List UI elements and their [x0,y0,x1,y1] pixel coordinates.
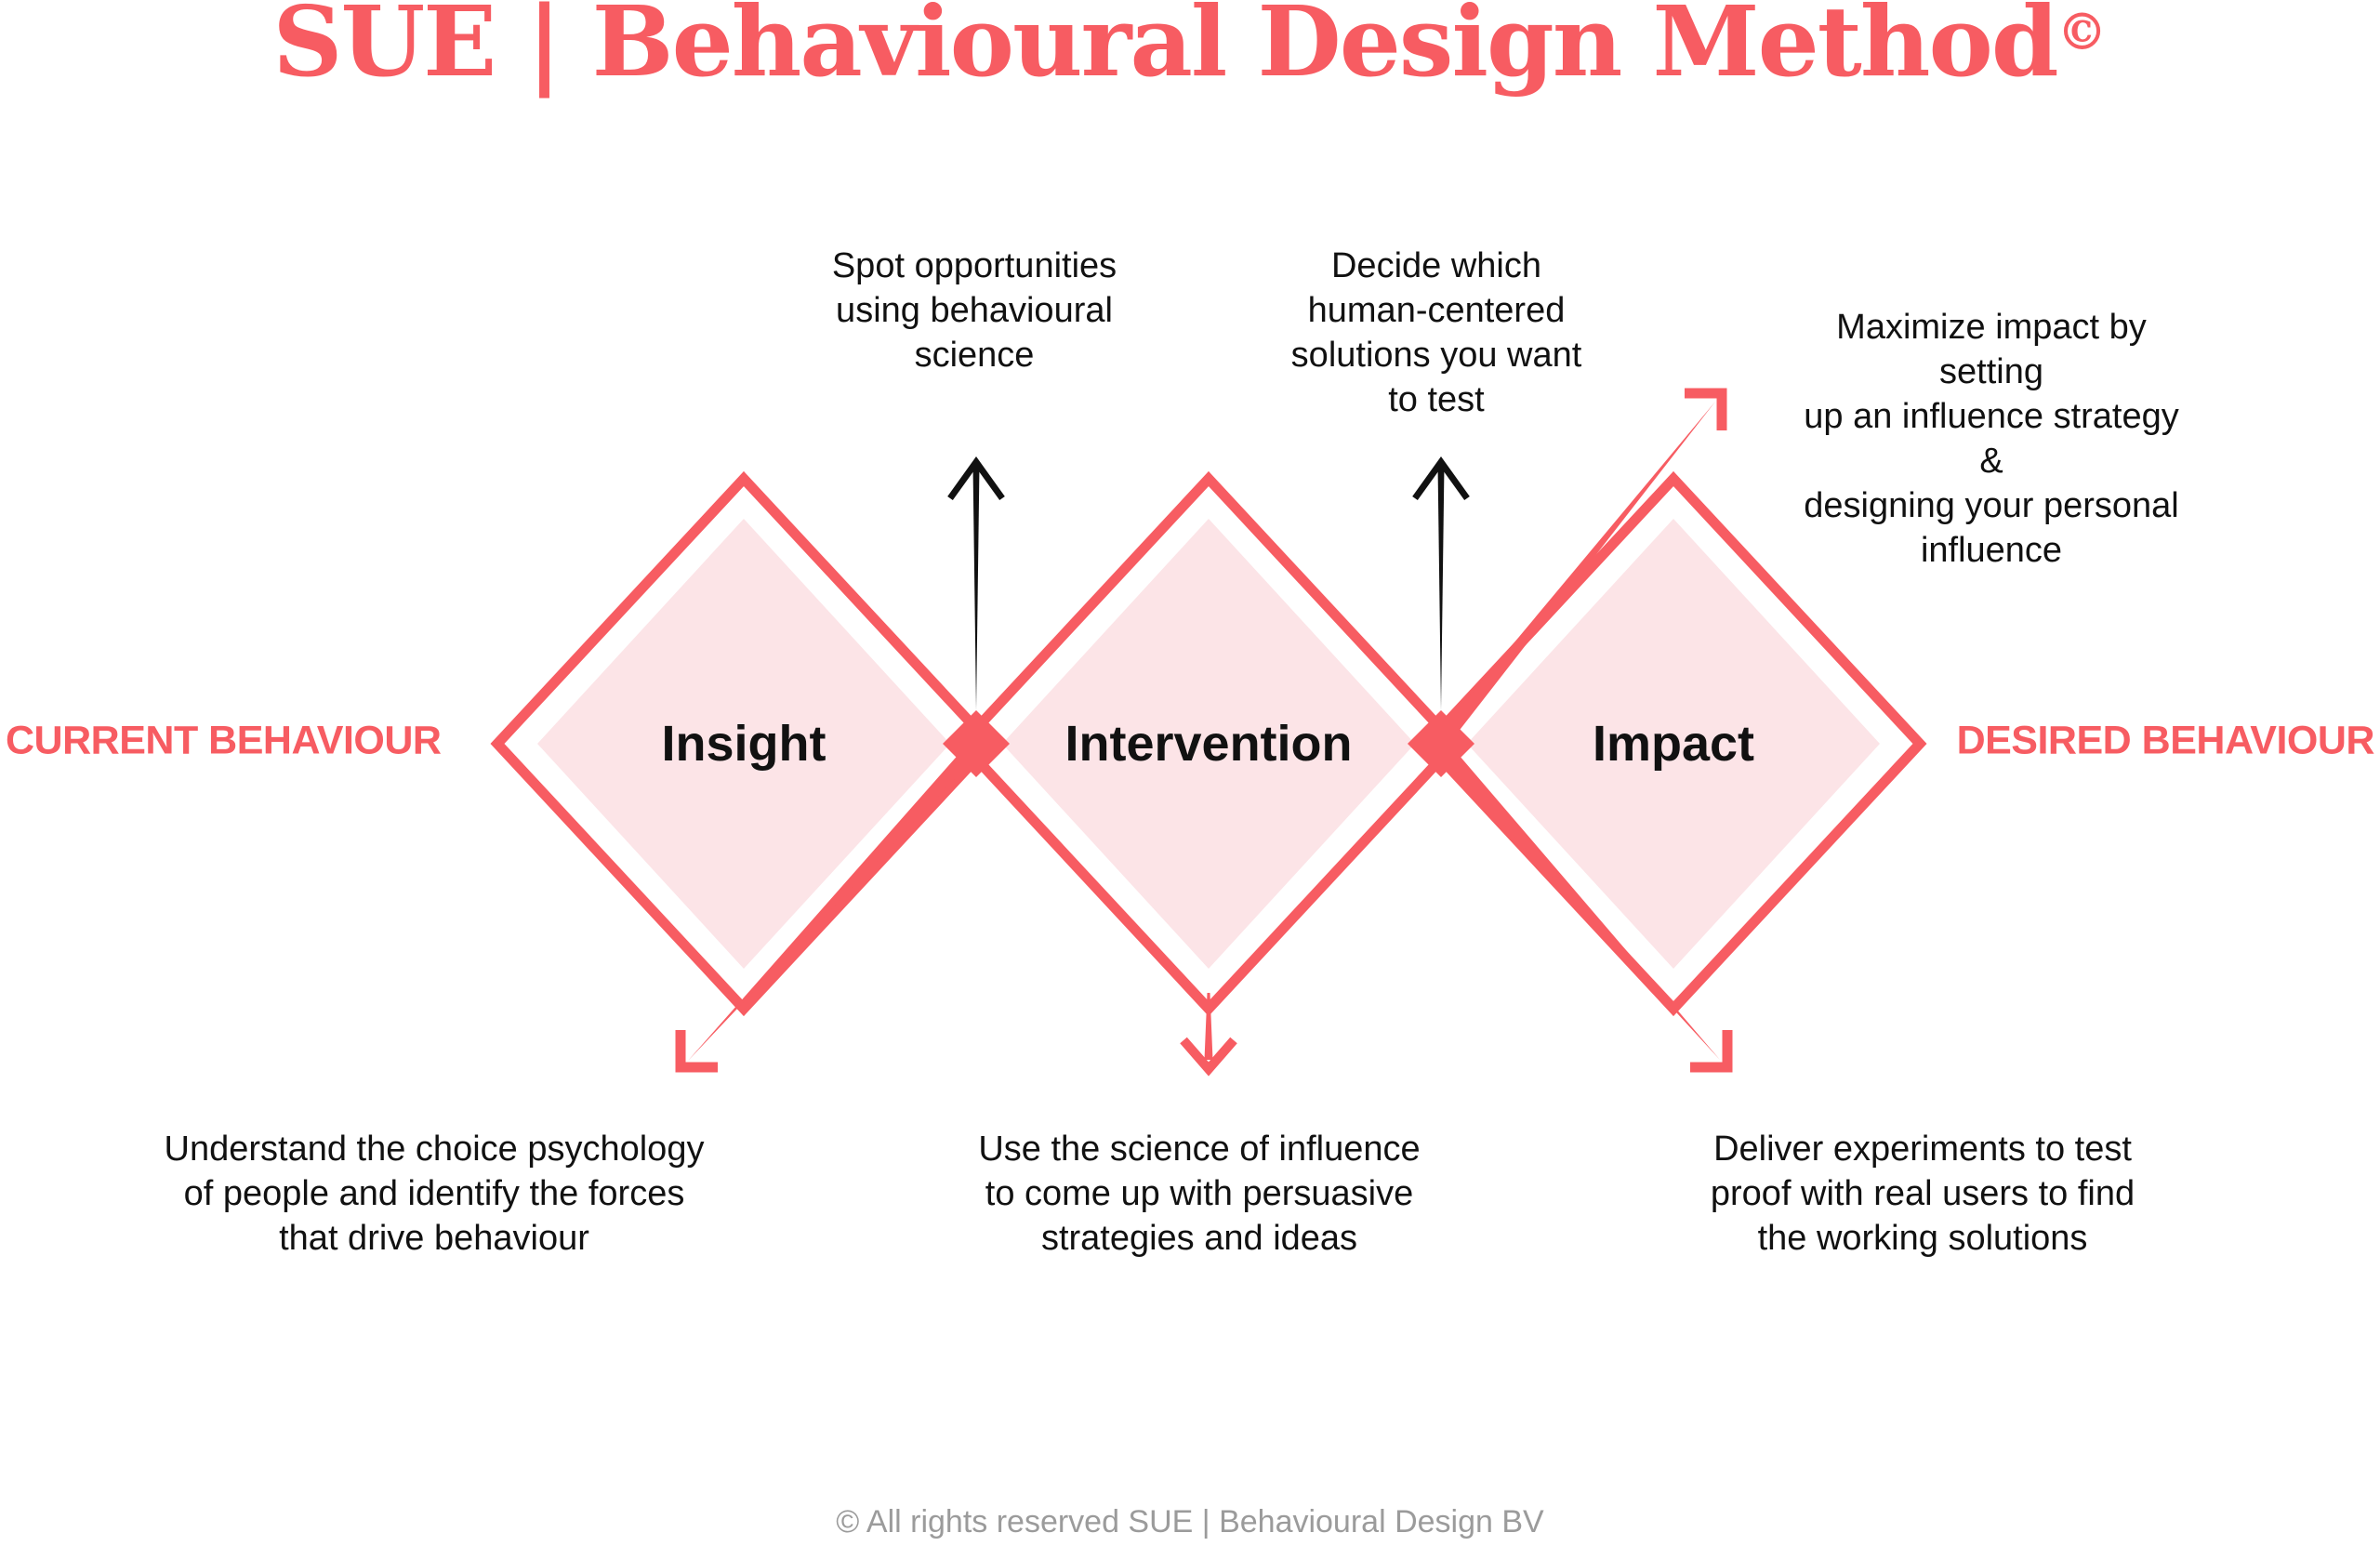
up-arrow-1-shaft [972,465,980,710]
annotation-bottom-intervention: Use the science of influence to come up … [978,1130,1421,1258]
impact-diamond-fill [1467,519,1880,969]
copyright-symbol: © [2056,1,2108,61]
annotation-top-impact: Maximize impact by setting up an influen… [1804,308,2179,570]
up-right-arrow-head [1685,388,1727,430]
up-arrow-1-head [947,456,1005,501]
down-arrow-shaft [1204,993,1213,1060]
junction-diamond-1 [943,710,1010,777]
down-arrow-head [1180,1037,1237,1077]
desired-behaviour-label: DESIRED BEHAVIOUR [1956,718,2375,763]
up-arrow-2-shaft [1437,465,1445,710]
annotation-bottom-impact: Deliver experiments to test proof with r… [1710,1130,2135,1258]
up-arrow-2-head [1412,456,1470,501]
down-right-arrow-head [1690,1030,1733,1073]
insight-diamond-outline [490,470,998,1017]
junction-diamond-2 [1408,710,1474,777]
page-title: SUE | Behavioural Design Method© [0,0,2380,95]
annotation-bottom-insight: Understand the choice psychology of peop… [164,1130,705,1258]
up-right-arrow-shaft [1435,402,1715,747]
copyright-footer: © All rights reserved SUE | Behavioural … [836,1504,1544,1539]
page-title-text: SUE | Behavioural Design Method [272,0,2058,99]
intervention-diamond-fill [1002,519,1415,969]
annotation-top-insight: Spot opportunities using behavioural sci… [831,246,1117,375]
phase-label-insight: Insight [661,716,826,772]
phase-label-intervention: Intervention [1064,716,1353,772]
down-left-arrow-head [675,1030,718,1073]
down-left-arrow-shaft [688,740,982,1061]
down-right-arrow-shaft [1435,740,1720,1060]
current-behaviour-label: CURRENT BEHAVIOUR [6,718,442,763]
phase-label-impact: Impact [1592,716,1755,772]
annotation-top-intervention: Decide which human-centered solutions yo… [1290,246,1582,419]
insight-diamond-fill [537,519,950,969]
